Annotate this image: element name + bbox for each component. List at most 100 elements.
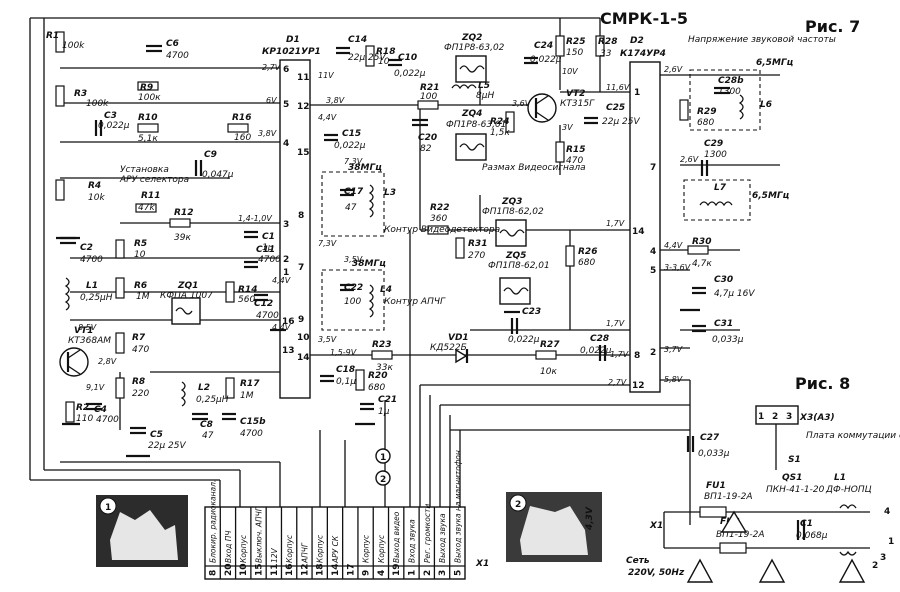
coil-value: 0,25μH (196, 395, 229, 405)
resistor-r4 (55, 179, 65, 201)
resistor-r22 (427, 225, 449, 235)
resistor-value: 100к (138, 93, 161, 103)
figure-8: 1 2 3 X3(A3) Плата коммутации сети ПКС-4… (626, 405, 900, 583)
resistor-value: 1M (136, 292, 150, 302)
svg-text:3: 3 (786, 412, 792, 422)
connector-pin: 4 (377, 570, 387, 576)
capacitor-label: C28 (590, 334, 609, 344)
fig8-terminal: 2 (872, 561, 878, 571)
resistor-r12 (169, 218, 191, 228)
resistor-r21 (417, 100, 439, 110)
capacitor-c24 (524, 56, 538, 65)
filter-wave-icon (503, 287, 529, 295)
resistor-r17 (225, 377, 235, 399)
resistor-value: 160 (234, 133, 251, 143)
connector-pin: 18 (316, 563, 326, 576)
coil-value: 0,25μH (80, 293, 113, 303)
resistor-label: R17 (240, 379, 260, 389)
voltage: 4,4V (272, 276, 291, 285)
resistor-value: 39к (174, 233, 191, 243)
coil-label: L2 (198, 383, 210, 393)
ic-d1-pin: 11 (297, 73, 310, 83)
coil-label: L5 (478, 81, 490, 91)
capacitor-c14 (336, 46, 350, 55)
resistor-label: R26 (578, 247, 597, 257)
note-kontur-apch: Контур АПЧГ (384, 297, 446, 307)
resistor-value: 110 (76, 414, 93, 424)
capacitor-c27 (686, 436, 695, 452)
transistors: VT1 КТ368АМ VT2 КТ315Г (59, 89, 595, 377)
fig8-l1v: ДФ-НОПЦ (825, 485, 872, 495)
filter-wave-icon (459, 143, 485, 151)
fig8-terminal: 3 (880, 553, 886, 563)
voltage: 7,3V (344, 157, 363, 166)
voltage-labels: 2,7V 6V 3,8V 11V 4,4V 3,8V 3V 3,6V 10V 1… (78, 63, 699, 392)
resistor-label: R21 (420, 83, 439, 93)
resistor-value: 220 (132, 389, 149, 399)
resistor-label: R11 (141, 191, 160, 201)
capacitor-label: C4 (94, 405, 107, 415)
resistor-r27 (535, 350, 557, 360)
filter-zq4 (455, 133, 487, 161)
filter-wave-icon (175, 307, 193, 315)
ic-d1-pin: 15 (297, 148, 310, 158)
coil-l2 (180, 381, 186, 407)
filter-wave-icon (459, 65, 485, 73)
resistor-value: 270 (468, 251, 485, 261)
capacitor-c3 (94, 120, 103, 136)
resistor-label: R12 (174, 208, 193, 218)
fig8-l1: L1 (834, 473, 846, 483)
resistor-r26 (565, 245, 575, 267)
resistor-value: 100 (420, 92, 437, 102)
ic-d2-pin: 12 (632, 381, 645, 391)
transistor-vt2 (527, 93, 557, 123)
voltage: 2,6V (680, 155, 699, 164)
warning-icon (838, 558, 866, 583)
capacitor-value: 0,033μ (698, 449, 730, 459)
capacitor-value: 4700 (258, 255, 281, 265)
coil-value: 8μH (476, 91, 494, 101)
resistor-label: R2 (76, 403, 89, 413)
resistor-label: R27 (540, 340, 560, 350)
coil-l1 (64, 277, 70, 311)
capacitor-label: C28b (718, 76, 744, 86)
connector-pin: 2 (423, 570, 433, 576)
capacitor-value: 22μ 25V (148, 441, 186, 451)
resistor-value: 100k (62, 41, 85, 51)
filter-zq2 (455, 55, 487, 83)
capacitor-c23 (510, 318, 519, 334)
resistor-r31 (455, 237, 465, 259)
filter-label: ZQ5 (505, 251, 526, 261)
capacitor-value: 4700 (80, 255, 103, 265)
connector-label: 12V (270, 547, 279, 563)
fig8-fu1: FU1 (706, 481, 726, 491)
connector-label: Корпус (362, 534, 371, 563)
filter-label: ZQ1 (177, 281, 198, 291)
schematic-title: СМРК-1-5 (600, 9, 688, 28)
resistor-value: 680 (697, 118, 714, 128)
voltage: 1,7V (610, 350, 629, 359)
capacitor-label: C29 (704, 139, 723, 149)
marker-2: 2 (380, 475, 386, 485)
transistor-label: VT1 (74, 326, 93, 336)
note-kontur-vd: Контур Видеодетектора (384, 225, 500, 235)
resistor-value: 10к (540, 367, 557, 377)
voltage: 1,5-9V (330, 348, 357, 357)
transistor-part: КТ368АМ (68, 336, 111, 346)
note-ustanovka: Установка (120, 165, 169, 175)
filter-part: ФП1Р8-63,02 (444, 43, 505, 53)
ic-d1-pin: 3 (283, 220, 289, 230)
connector-pin: 1 (407, 570, 417, 576)
coil-l6 (738, 94, 744, 120)
capacitor-c9 (194, 160, 203, 176)
voltage: 4,4V (664, 241, 683, 250)
fig8-coil-icon (839, 504, 857, 510)
capacitor-label: C5 (150, 430, 163, 440)
capacitor-c29 (700, 160, 709, 176)
resistor-r5 (115, 239, 125, 259)
connector-pin: 10 (239, 563, 249, 576)
capacitor-label: C15 (342, 129, 361, 139)
ic-d2-pin: 8 (634, 351, 640, 361)
resistor-label: R29 (697, 107, 716, 117)
